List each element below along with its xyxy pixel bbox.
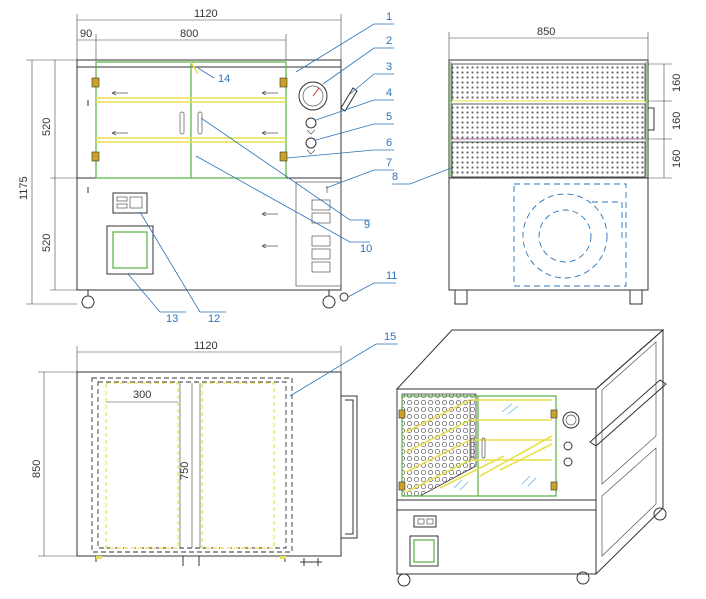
dim-top-tray-width: 300 <box>133 389 151 401</box>
callout-7: 7 <box>386 157 392 169</box>
callout-12: 12 <box>208 313 220 325</box>
callout-5: 5 <box>386 111 392 123</box>
side-view: 850 160 160 160 8 <box>392 26 683 305</box>
front-callouts: 1 2 3 4 5 6 7 9 10 11 12 13 14 <box>127 11 397 325</box>
callout-9: 9 <box>364 219 370 231</box>
callout-13: 13 <box>166 313 178 325</box>
callout-8: 8 <box>392 171 398 183</box>
callout-2: 2 <box>386 35 392 47</box>
callout-11: 11 <box>386 270 397 282</box>
dim-front-upper-height: 520 <box>41 118 53 136</box>
callout-1: 1 <box>386 11 392 23</box>
dim-front-width: 1120 <box>194 8 218 20</box>
callout-15: 15 <box>384 331 396 343</box>
front-view: 1120 90 800 1175 520 520 <box>18 8 358 309</box>
top-view: 1120 850 300 750 15 <box>31 331 398 566</box>
callout-10: 10 <box>360 243 372 255</box>
dim-side-width: 850 <box>537 26 555 38</box>
dim-front-total-height: 1175 <box>18 176 30 200</box>
dim-top-tray-depth: 750 <box>179 462 191 480</box>
dim-front-inner-width: 800 <box>180 28 198 40</box>
dim-front-lower-height: 520 <box>41 234 53 252</box>
isometric-view <box>395 328 667 587</box>
callout-4: 4 <box>386 87 392 99</box>
dim-side-panel-1: 160 <box>671 74 683 92</box>
dim-side-panel-3: 160 <box>671 150 683 168</box>
callout-6: 6 <box>386 137 392 149</box>
callout-14: 14 <box>218 73 230 85</box>
callout-3: 3 <box>386 61 392 73</box>
dim-top-depth: 850 <box>31 460 43 478</box>
dim-front-side-gap: 90 <box>80 28 92 40</box>
dim-top-width: 1120 <box>194 340 218 352</box>
dim-side-panel-2: 160 <box>671 112 683 130</box>
